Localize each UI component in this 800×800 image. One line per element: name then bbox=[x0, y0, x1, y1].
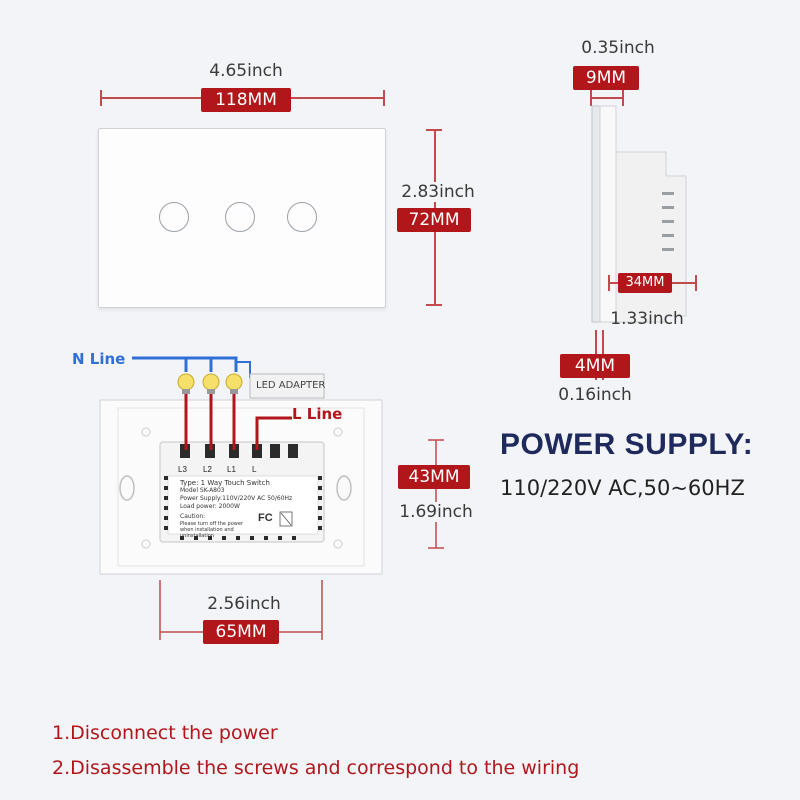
touch-button-1[interactable] bbox=[159, 202, 189, 232]
power-supply-title: POWER SUPPLY: bbox=[500, 428, 754, 461]
touch-button-3[interactable] bbox=[287, 202, 317, 232]
back-width-inch: 2.56inch bbox=[207, 594, 281, 614]
side-thickness-inch: 0.35inch bbox=[581, 38, 655, 58]
back-height-mm: 43MM bbox=[398, 465, 470, 489]
terminal-label-l: L bbox=[252, 465, 257, 474]
front-width-inch: 4.65inch bbox=[209, 61, 283, 81]
terminal-label-l1: L1 bbox=[227, 465, 236, 474]
led-adapter-label: LED ADAPTER bbox=[256, 380, 326, 391]
side-plate-inch: 0.16inch bbox=[558, 385, 632, 405]
module-caution-text: Please turn off the power when installat… bbox=[180, 521, 244, 539]
module-load: Load power: 2000W bbox=[180, 503, 240, 510]
n-line-label: N Line bbox=[72, 350, 126, 368]
module-model: Model SK-A803 bbox=[180, 487, 225, 494]
side-plate-mm: 4MM bbox=[560, 354, 630, 378]
power-supply-spec: 110/220V AC,50~60HZ bbox=[500, 476, 745, 500]
terminal-label-l3: L3 bbox=[178, 465, 187, 474]
module-label: Type: 1 Way Touch Switch Model SK-A803 P… bbox=[180, 479, 310, 539]
module-type: Type: 1 Way Touch Switch bbox=[180, 479, 270, 487]
side-box-inch: 1.33inch bbox=[610, 309, 684, 329]
step-2: 2.Disassemble the screws and correspond … bbox=[52, 757, 580, 779]
bulb-icon bbox=[225, 373, 243, 394]
back-height-inch: 1.69inch bbox=[392, 502, 480, 522]
l-line-label: L Line bbox=[292, 405, 343, 423]
front-width-mm: 118MM bbox=[201, 88, 291, 112]
side-box-mm: 34MM bbox=[618, 273, 672, 293]
side-thickness-mm: 9MM bbox=[573, 66, 639, 90]
bulb-icon bbox=[177, 373, 195, 394]
fc-mark: FC bbox=[258, 512, 273, 524]
module-caution: Caution: bbox=[180, 513, 206, 520]
front-panel bbox=[98, 128, 386, 308]
back-width-mm: 65MM bbox=[203, 620, 279, 644]
front-height-mm: 72MM bbox=[397, 208, 471, 232]
touch-button-2[interactable] bbox=[225, 202, 255, 232]
module-power: Power Supply:110V/220V AC 50/60Hz bbox=[180, 495, 293, 502]
front-height-inch: 2.83inch bbox=[390, 182, 486, 202]
bulb-icon bbox=[202, 373, 220, 394]
step-1: 1.Disconnect the power bbox=[52, 722, 278, 744]
terminal-label-l2: L2 bbox=[203, 465, 212, 474]
